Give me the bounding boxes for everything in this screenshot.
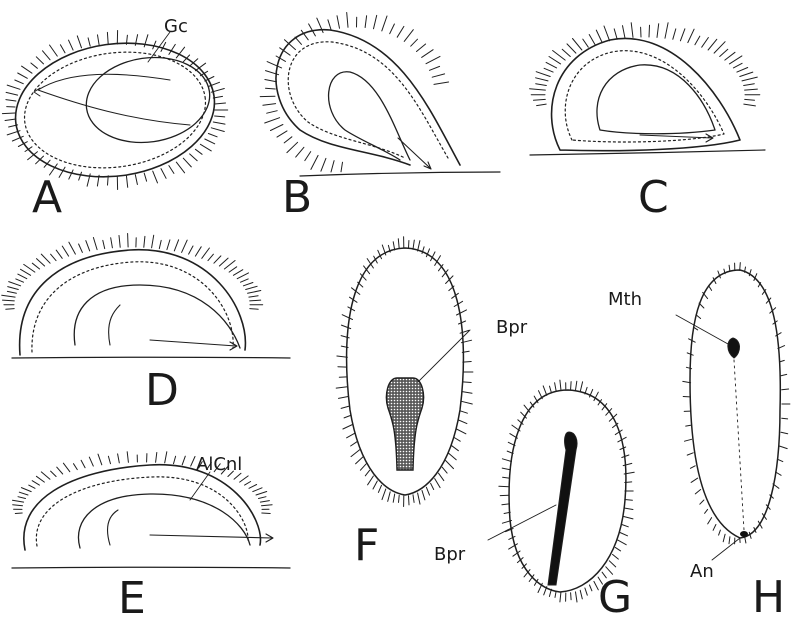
label-bpr-f: Bpr bbox=[496, 317, 528, 338]
panel-letter-g: G bbox=[598, 572, 632, 619]
panel-f-blastopore bbox=[386, 378, 423, 470]
panel-letter-h: H bbox=[752, 572, 785, 619]
panel-f: Bpr F bbox=[336, 237, 528, 571]
panel-e-inner-body bbox=[36, 477, 248, 546]
panel-d: D bbox=[2, 234, 290, 417]
panel-letter-f: F bbox=[354, 520, 379, 571]
panel-e-gastric-cavity bbox=[78, 494, 250, 548]
panel-a-outer-body bbox=[7, 31, 223, 190]
panel-c: C bbox=[530, 23, 765, 223]
panel-d-cilia bbox=[2, 234, 263, 310]
panel-letter-e: E bbox=[118, 573, 146, 619]
panel-c-flow-arrow bbox=[640, 134, 713, 142]
panel-d-flow-arrow bbox=[109, 305, 237, 350]
label-alcnl: AlCnl bbox=[196, 454, 242, 475]
panel-h-body bbox=[690, 270, 780, 538]
panel-d-gastric-cavity bbox=[74, 285, 240, 348]
panel-h-axis bbox=[734, 360, 744, 530]
panel-letter-b: B bbox=[282, 172, 312, 223]
panel-d-inner-body bbox=[32, 262, 233, 352]
panel-b-flow-arrow bbox=[398, 138, 431, 169]
panel-g: Bpr G bbox=[434, 380, 634, 619]
panel-h-anus bbox=[740, 531, 748, 537]
panel-c-gastric-cavity bbox=[597, 65, 715, 134]
panel-letter-d: D bbox=[145, 365, 179, 416]
panel-letter-a: A bbox=[32, 172, 62, 223]
panel-e: AlCnl E bbox=[12, 452, 290, 619]
panel-b: B bbox=[260, 13, 500, 224]
panel-letter-c: C bbox=[638, 172, 669, 223]
label-bpr-g: Bpr bbox=[434, 544, 466, 565]
label-an: An bbox=[690, 561, 714, 582]
panel-d-outer-body bbox=[20, 250, 246, 355]
label-gc: Gc bbox=[164, 16, 188, 37]
panel-a-cilia bbox=[2, 31, 227, 190]
panel-g-blastopore bbox=[548, 432, 577, 585]
label-mth: Mth bbox=[608, 289, 642, 310]
panel-a-flow-arrow bbox=[38, 74, 190, 125]
panel-h-mouth bbox=[728, 338, 740, 358]
panel-a: Gc A bbox=[2, 16, 227, 223]
panel-h: Mth An H bbox=[608, 263, 790, 619]
